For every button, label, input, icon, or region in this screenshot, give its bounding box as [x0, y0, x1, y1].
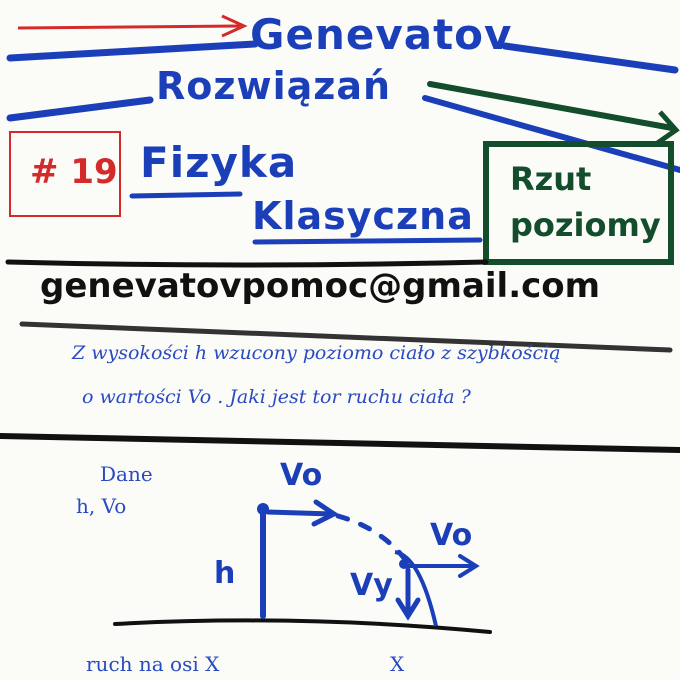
- topic-box: [483, 141, 674, 265]
- green-arrow-icon: [427, 81, 680, 147]
- problem-line-1: Z wysokości h wzucony poziomo ciało z sz…: [72, 342, 561, 364]
- horizontal-velocity-arrow-icon: [406, 554, 480, 578]
- axis-motion-label: ruch na osi X: [86, 652, 220, 676]
- topic-line-1: Rzut: [510, 160, 592, 198]
- episode-box: [9, 131, 121, 217]
- subject-underline: [129, 191, 243, 199]
- ground-line: [113, 618, 492, 634]
- red-arrow-icon: [17, 14, 248, 38]
- given-label: Dane: [100, 462, 153, 486]
- trajectory-path: [335, 513, 407, 561]
- email-divider: [19, 321, 673, 353]
- problem-divider: [0, 433, 680, 453]
- title-underline-left: [6, 40, 259, 62]
- contact-email: genevatovpomoc@gmail.com: [40, 266, 601, 306]
- episode-number: # 19: [30, 152, 118, 192]
- height-label: h: [214, 556, 236, 591]
- subject-word-1: Fizyka: [140, 138, 298, 187]
- horizontal-velocity-label: Vo: [430, 518, 473, 553]
- problem-line-2: o wartości Vo . Jaki jest tor ruchu ciał…: [82, 386, 471, 408]
- subtitle-underline-left: [6, 96, 154, 122]
- topic-line-2: poziomy: [510, 206, 661, 244]
- trajectory-continuation: [394, 550, 438, 627]
- velocity-arrow-icon: [265, 499, 339, 527]
- axis-x-label: X: [390, 652, 405, 676]
- subtitle-underline-right: [422, 95, 680, 173]
- initial-velocity-label: Vo: [280, 458, 323, 493]
- subject-word-2: Klasyczna: [252, 194, 474, 238]
- title-line-2: Rozwiązań: [156, 64, 392, 108]
- given-values: h, Vo: [76, 494, 127, 518]
- title-line-1: Genevatov: [250, 10, 513, 59]
- header-divider: [5, 259, 489, 268]
- subject-underline-2: [252, 237, 483, 245]
- vertical-velocity-arrow-icon: [395, 567, 421, 621]
- trajectory-sketch: [113, 499, 492, 634]
- title-underline-right: [501, 42, 679, 74]
- vertical-velocity-label: Vy: [350, 568, 393, 603]
